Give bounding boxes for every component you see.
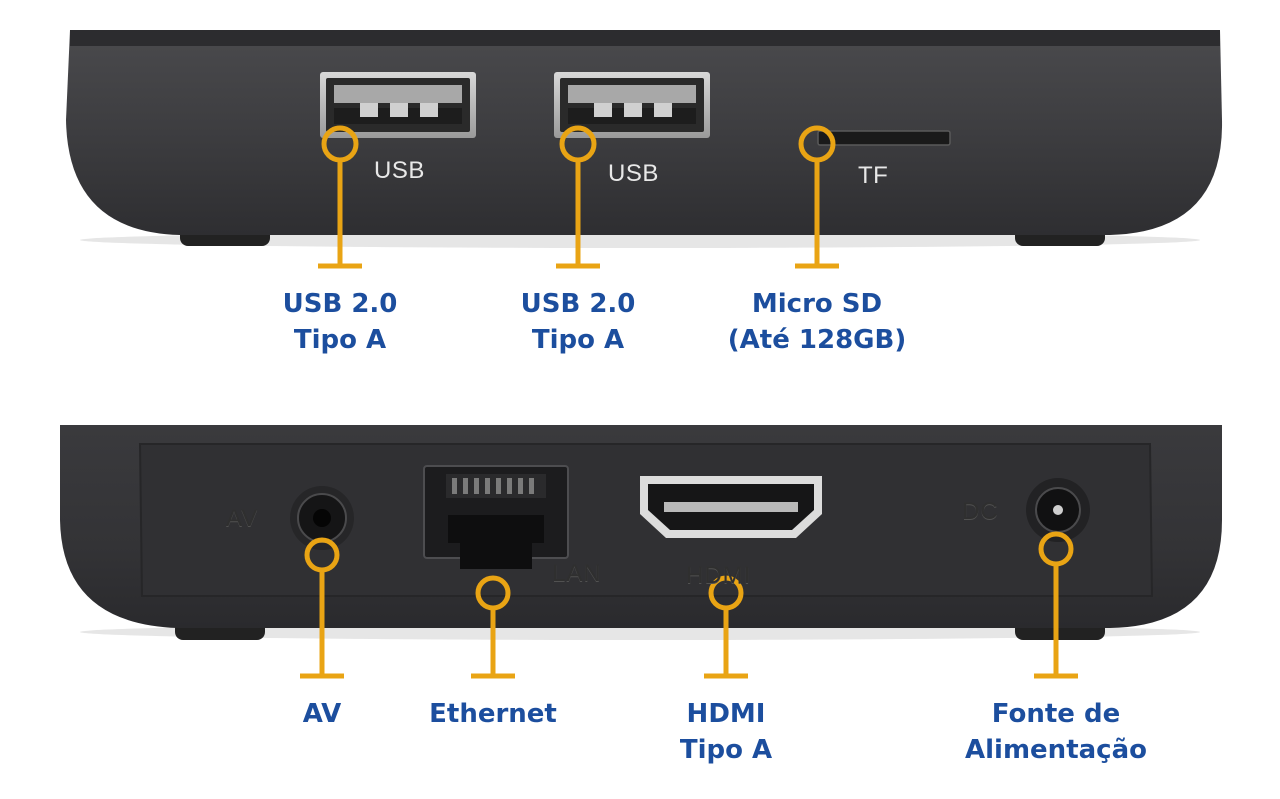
callout-hdmi-line-1: HDMI: [686, 699, 766, 729]
callout-usb-2: USB 2.0 Tipo A: [521, 286, 636, 358]
callout-pin-hdmi: [704, 575, 748, 679]
callout-usb-2-line-2: Tipo A: [531, 325, 625, 355]
printed-label-usb-1: USB: [374, 157, 425, 184]
callout-hdmi: HDMI Tipo A: [680, 696, 772, 768]
callout-ethernet: Ethernet: [429, 696, 557, 732]
top-device: [66, 30, 1223, 269]
callout-power-line-2: Alimentação: [965, 735, 1147, 765]
callout-usb-1-line-2: Tipo A: [293, 325, 387, 355]
callout-hdmi-line-2: Tipo A: [679, 735, 773, 765]
callout-pin-av: [300, 537, 344, 679]
bottom-device: [60, 425, 1222, 679]
printed-label-av: AV: [226, 505, 259, 532]
callout-usb-2-line-1: USB 2.0: [520, 289, 636, 319]
top-device-shadow: [80, 232, 1200, 248]
callout-pin-power: [1034, 531, 1078, 679]
callout-micro-sd-line-1: Micro SD: [751, 289, 883, 319]
callout-pin-micro-sd: [795, 125, 839, 269]
callout-micro-sd-line-2: (Até 128GB): [727, 325, 907, 355]
callout-usb-1-line-1: USB 2.0: [282, 289, 398, 319]
dc-jack: [1026, 478, 1090, 542]
usb-port-2: [554, 72, 710, 138]
printed-label-lan: LAN: [552, 560, 602, 587]
callout-micro-sd: Micro SD (Até 128GB): [728, 286, 906, 358]
callout-av: AV: [303, 696, 341, 732]
printed-label-usb-2: USB: [608, 160, 659, 187]
printed-label-hdmi: HDMI: [686, 562, 752, 589]
bottom-device-panel: [138, 443, 1154, 597]
usb-port-1: [320, 72, 476, 138]
callout-pin-ethernet: [471, 575, 515, 679]
hdmi-port: [640, 476, 822, 538]
callout-av-line-1: AV: [302, 699, 342, 729]
ethernet-port: [423, 465, 569, 569]
callout-usb-1: USB 2.0 Tipo A: [283, 286, 398, 358]
callout-power: Fonte de Alimentação: [965, 696, 1147, 768]
printed-label-dc: DC: [962, 498, 999, 525]
tf-card-slot: [817, 130, 951, 146]
callout-ethernet-line-1: Ethernet: [429, 699, 557, 729]
callout-pin-usb-2: [556, 125, 600, 269]
callout-pin-usb-1: [318, 125, 362, 269]
printed-label-tf: TF: [858, 162, 889, 189]
callout-power-line-1: Fonte de: [991, 699, 1121, 729]
top-device-lid-edge: [70, 30, 1220, 46]
av-jack: [290, 486, 354, 550]
